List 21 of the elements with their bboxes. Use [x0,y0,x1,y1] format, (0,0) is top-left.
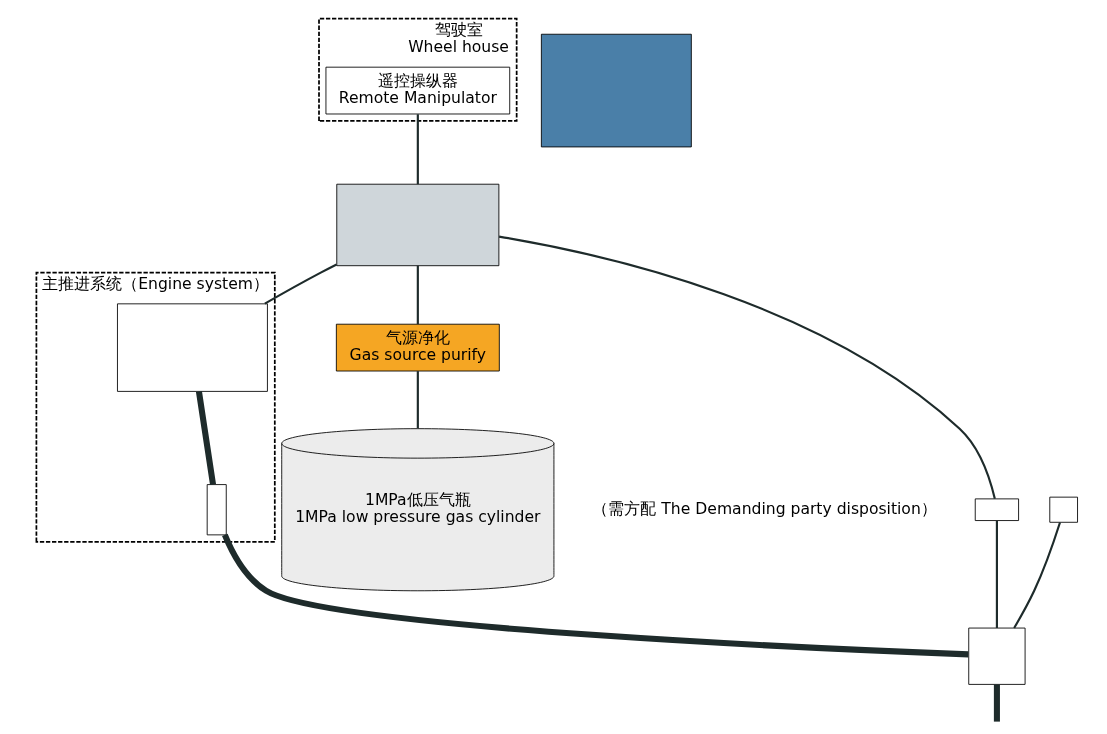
node-box [974,498,1019,521]
connector [264,263,338,305]
node-box [540,33,692,148]
connector [222,533,969,658]
connector [416,265,419,325]
connector [195,391,217,485]
connector [416,371,419,429]
node-box [206,484,227,536]
node-box: 气源净化 Gas source purify [335,323,500,372]
connector [1013,522,1062,629]
cluster: 主推进系统（Engine system） [35,271,276,543]
connector [993,684,1000,722]
connector [498,235,996,500]
node-box [117,303,268,392]
connector [416,114,419,185]
node-label: （需方配 The Demanding party disposition） [592,499,937,518]
node-box [336,183,500,267]
node-box: 遥控操纵器 Remote Manipulator [325,66,511,115]
connector [995,520,998,628]
node-box [968,627,1026,685]
node-box [1049,496,1078,523]
